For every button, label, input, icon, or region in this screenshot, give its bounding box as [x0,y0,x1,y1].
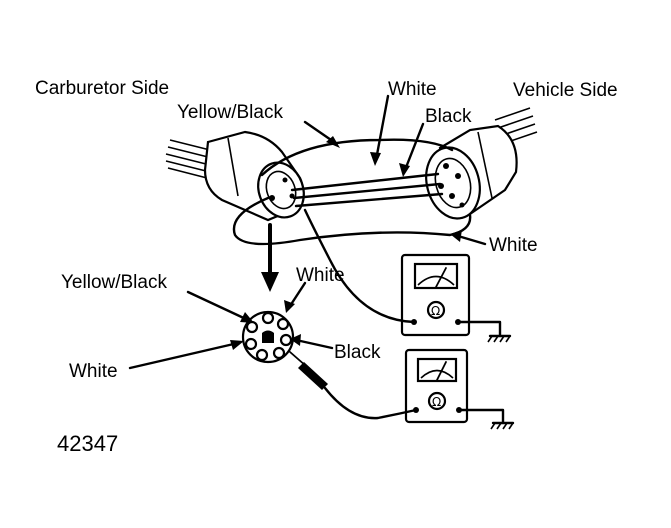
svg-text:Ω: Ω [432,395,441,409]
yellow-black-pin-label: Yellow/Black [61,272,167,293]
yellow-black-wire-top-label: Yellow/Black [177,102,283,123]
meter2-test-lead [323,386,418,420]
svg-text:Ω: Ω [431,304,440,318]
black-pin-label: Black [334,342,381,363]
test-probe-icon [289,351,328,390]
meter1-test-lead [303,208,416,324]
carburetor-connector-icon [165,130,305,222]
ground-symbol-icon [457,408,515,430]
carburetor-side-label: Carburetor Side [35,78,169,99]
ground-symbol-icon [456,320,512,343]
ohmmeter-icon: Ω [400,253,471,337]
ohmmeter-icon: Ω [404,348,469,424]
white-wire-right-label: White [489,235,538,256]
connector-pin-face-icon [241,310,295,364]
view-arrow-icon [261,223,279,292]
vehicle-connector-icon [425,107,538,220]
leader-arrows [128,94,487,370]
black-wire-top-label: Black [425,106,472,127]
figure-number: 42347 [57,431,118,456]
white-pin-left-label: White [69,361,118,382]
white-pin-top-label: White [296,265,345,286]
vehicle-side-label: Vehicle Side [513,80,618,101]
white-wire-top-label: White [388,79,437,100]
